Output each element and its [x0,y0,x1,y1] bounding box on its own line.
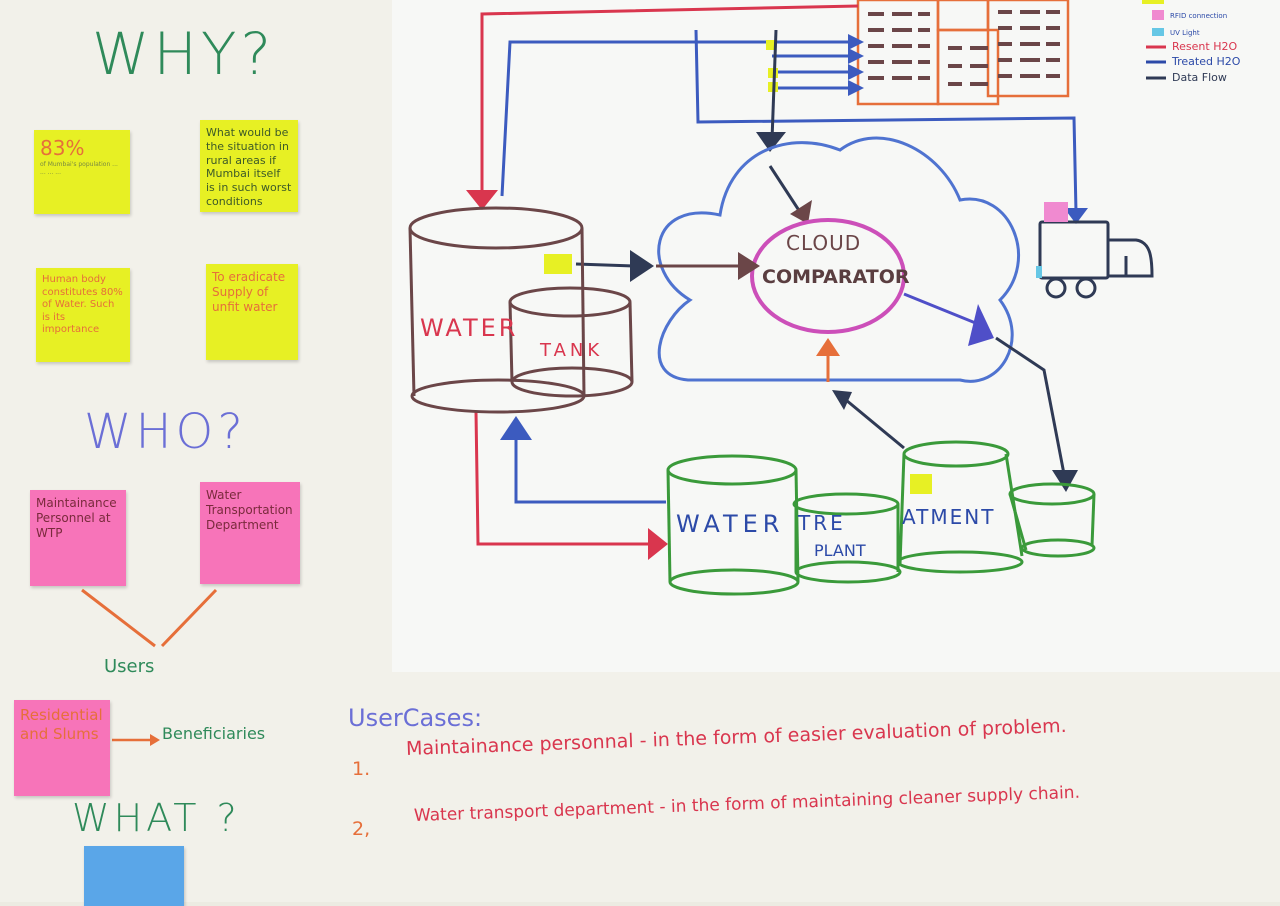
who-note-text: Residential and Slums [20,706,103,743]
why-note-rural-areas: What would be the situation in rural are… [200,120,298,212]
use-case-1-number: 1. [352,758,371,780]
why-note-body: of Mumbai's population ... ... ... ... [40,161,118,176]
plant-label-tre: TRE [797,511,846,535]
tank-label-tank: TANK [539,340,603,361]
water-truck [1038,220,1154,299]
legend-label-uv: UV Light [1170,29,1200,37]
users-label: Users [104,656,155,677]
why-note-headline: 83% [40,136,85,160]
use-case-2-number: 2, [352,818,371,840]
beneficiaries-label: Beneficiaries [162,724,266,743]
why-note-body: Human body constitutes 80% of Water. Suc… [42,274,123,335]
why-note-83-percent: 83% of Mumbai's population ... ... ... .… [34,130,130,214]
legend-label-dataflow: Data Flow [1172,71,1227,84]
legend-label-treated: Treated H2O [1171,55,1241,68]
plant-label-water: WATER [676,510,784,538]
why-note-eradicate: To eradicate Supply of unfit water [206,264,298,360]
cloud-shape [657,136,1020,383]
who-note-residential: Residential and Slums [14,700,110,796]
who-note-text: Maintainance Personnel at WTP [36,496,117,540]
why-note-body: To eradicate Supply of unfit water [212,270,286,314]
data-flow-building-to-cloud [768,29,802,213]
who-note-water-transport: Water Transportation Department [200,482,300,584]
plant-sensor [910,474,932,494]
plant-label-atment: ATMENT [902,505,995,529]
blue-water-pipes [500,29,1078,504]
what-blue-sticky-note [84,846,184,906]
building-block [856,0,1070,106]
what-heading: WHAT ? [72,796,241,840]
why-heading: WHY? [92,20,276,88]
red-arrowhead-plant [648,528,668,560]
why-note-human-body: Human body constitutes 80% of Water. Suc… [36,268,130,362]
diagram-sheet [392,0,1280,672]
water-tank [408,206,634,414]
who-note-text: Water Transportation Department [206,488,293,532]
data-flow-tank-to-cloud [575,262,635,268]
cloud-comparator-ellipse [750,218,906,334]
red-arrowhead-tank [466,190,498,210]
legend: RFID connection UV Light Resent H2O Trea… [1142,0,1241,84]
tank-label-water: WATER [420,314,518,342]
legend-swatch-rfid [1152,10,1164,20]
legend-swatch-uv [1152,28,1164,36]
tank-sensor [544,254,572,274]
water-treatment-plant [666,440,1096,596]
blue-arrowheads [500,34,1088,440]
truck-uv-marker [1036,266,1042,278]
plant-label-plant: PLANT [814,541,866,560]
red-water-pipes [474,4,859,546]
why-note-headline: What would be the situation in rural are… [206,126,292,208]
legend-label-resent: Resent H2O [1172,40,1237,53]
truck-rfid-tag [1044,202,1068,222]
who-heading: WHO? [84,404,247,460]
legend-swatch-top [1142,0,1164,4]
cloud-label: CLOUD [786,231,861,255]
legend-label-rfid: RFID connection [1170,12,1227,20]
comparator-label: COMPARATOR [762,266,910,288]
data-flow-comparator-to-outlet [903,292,979,326]
use-cases-title: UserCases: [348,704,483,732]
who-note-maintainance: Maintainance Personnel at WTP [30,490,126,586]
